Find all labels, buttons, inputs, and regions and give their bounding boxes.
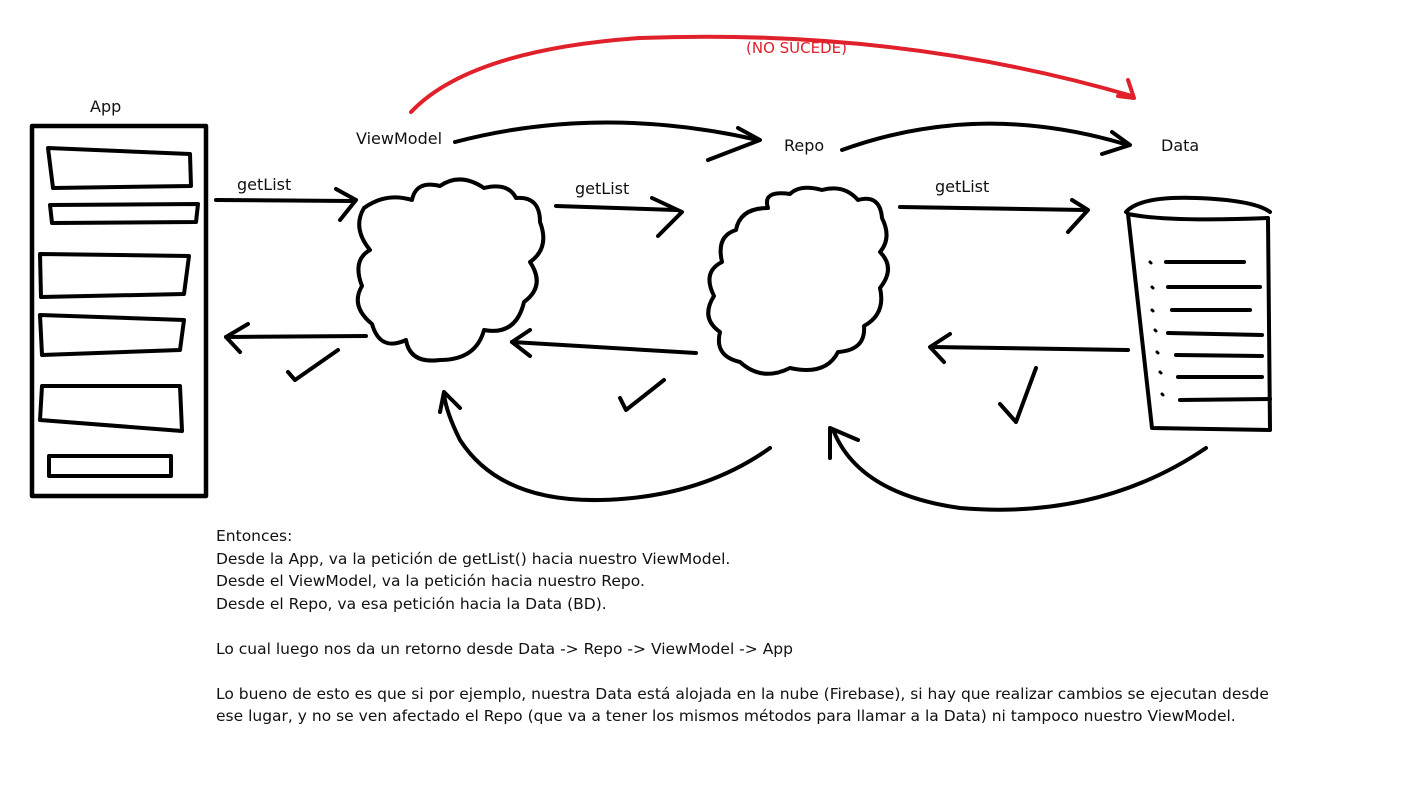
checkmark-1 — [286, 348, 340, 382]
explanation-line: Lo cual luego nos da un retorno desde Da… — [216, 639, 793, 658]
arrowhead-repo-to-data — [1100, 130, 1132, 156]
arrow-repo-to-data-getlist — [898, 205, 1088, 212]
arrowhead-app-to-viewmodel — [334, 187, 358, 222]
arrowhead-data-to-repo-curve — [828, 426, 860, 460]
data-bullets — [1148, 260, 1165, 397]
viewmodel-label: ViewModel — [356, 129, 443, 148]
app-list-row-5 — [38, 384, 184, 433]
repo-label: Repo — [784, 136, 825, 155]
app-list-row-6 — [47, 454, 173, 478]
app-phone-frame — [29, 123, 209, 499]
arrowhead-viewmodel-to-repo — [706, 126, 762, 162]
app-list-row-3 — [38, 252, 191, 299]
explanation-line: Lo bueno de esto es que si por ejemplo, … — [216, 684, 1269, 703]
checkmark-2 — [618, 378, 666, 412]
arrow-data-to-repo-return — [930, 345, 1130, 352]
arrow-data-to-repo-curve — [832, 430, 1208, 512]
viewmodel-cloud — [355, 177, 546, 363]
getlist-label-viewmodel: getList — [575, 179, 630, 198]
arrow-no-sucede — [409, 34, 1134, 114]
app-list-row-4 — [38, 313, 186, 357]
app-label: App — [90, 97, 122, 116]
data-cylinder-top — [1124, 195, 1272, 214]
data-list-lines — [1164, 260, 1272, 402]
arrowhead-data-to-repo-return — [928, 332, 952, 364]
app-list-row-1 — [46, 146, 193, 190]
getlist-label-repo: getList — [935, 177, 990, 196]
arrow-viewmodel-to-repo-getlist — [554, 204, 678, 212]
explanation-line: ese lugar, y no se ven afectado el Repo … — [216, 707, 1236, 725]
arrowhead-repo-to-data-getlist — [1066, 198, 1090, 234]
app-list-row-2 — [48, 202, 200, 225]
getlist-label-app: getList — [237, 175, 292, 194]
arrowhead-repo-to-viewmodel-return — [510, 328, 532, 358]
no-sucede-label: (NO SUCEDE) — [746, 39, 847, 57]
explanation-line: Desde el Repo, va esa petición hacia la … — [216, 594, 607, 613]
checkmark-3 — [998, 366, 1038, 424]
repo-cloud — [706, 185, 890, 376]
data-label: Data — [1161, 136, 1200, 155]
arrow-repo-to-viewmodel-return — [510, 340, 698, 355]
explanation-line: Entonces: — [216, 527, 293, 545]
arrowhead-no-sucede — [1116, 78, 1136, 100]
data-cylinder-body — [1126, 212, 1272, 432]
explanation-line: Desde el ViewModel, va la petición hacia… — [216, 572, 645, 590]
explanation-text: Entonces: Desde la App, va la petición d… — [216, 525, 1269, 728]
arrow-repo-to-viewmodel-curve — [442, 392, 772, 503]
arrow-viewmodel-to-app-return — [224, 334, 368, 339]
arrow-app-to-viewmodel — [214, 198, 354, 203]
arrow-repo-to-data — [840, 121, 1130, 152]
explanation-line: Desde la App, va la petición de getList(… — [216, 549, 731, 568]
arrowhead-viewmodel-to-repo-getlist — [650, 196, 684, 238]
arrowhead-viewmodel-to-app-return — [224, 322, 250, 354]
arrowhead-repo-to-viewmodel-curve — [438, 390, 462, 414]
arrow-viewmodel-to-repo — [453, 120, 760, 144]
